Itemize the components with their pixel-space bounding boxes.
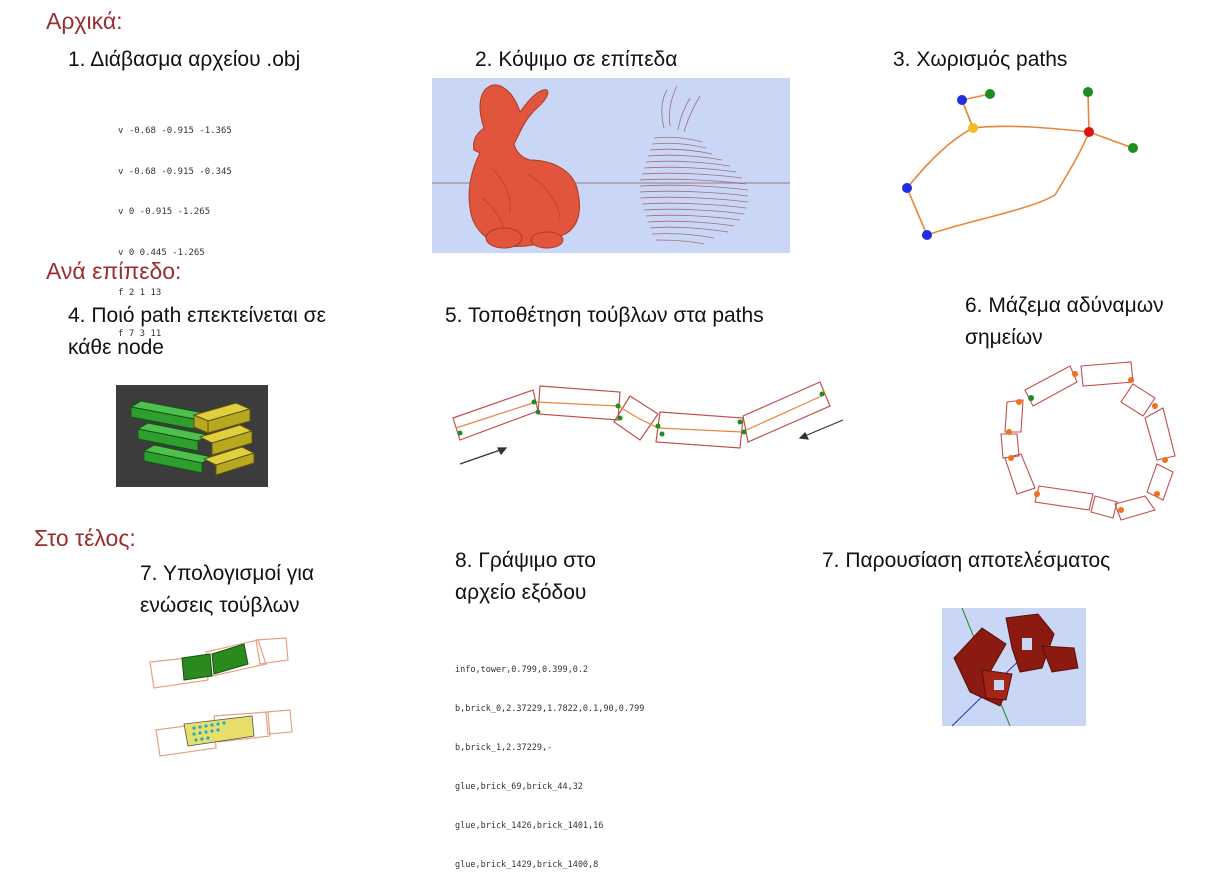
output-line: glue,brick_1429,brick_1400,8	[455, 860, 599, 870]
obj-file-snippet: v -0.68 -0.915 -1.365 v -0.68 -0.915 -0.…	[118, 98, 232, 355]
node-blue	[902, 183, 912, 193]
yellow-bricks	[192, 402, 256, 476]
step-8-title: 8. Γράψιμο στο αρχείο εξόδου	[455, 545, 596, 609]
joint-overlap-green	[181, 643, 249, 681]
obj-line: f 2 1 13	[118, 288, 162, 298]
step-7b-title: 7. Παρουσίαση αποτελέσματος	[822, 549, 1111, 572]
brick-placement-diagram	[448, 378, 848, 483]
path-centerline	[455, 393, 827, 433]
step-4-line2: κάθε node	[68, 336, 164, 359]
step-6-line1: 6. Μάζεμα αδύναμων	[965, 294, 1164, 317]
step-8-line1: 8. Γράψιμο στο	[455, 549, 596, 572]
obj-line: f 7 3 11	[118, 328, 162, 339]
weak-point-nodes-orange	[1006, 371, 1168, 513]
sliced-bunny	[639, 85, 749, 245]
output-file-snippet: info,tower,0.799,0.399,0.2 b,brick_0,2.3…	[455, 638, 644, 885]
obj-line: v 0 -0.915 -1.265	[118, 207, 211, 217]
bunny-slicing-image	[432, 78, 790, 253]
step-7a-line1: 7. Υπολογισμοί για	[140, 562, 315, 585]
brick-joint-calc-diagram	[148, 632, 298, 760]
node-green	[985, 89, 995, 99]
step-8-line2: αρχείο εξόδου	[455, 581, 587, 604]
section-final: Στο τέλος:	[34, 525, 136, 551]
obj-line: v -0.68 -0.915 -1.365	[118, 126, 232, 136]
weak-points-diagram	[995, 360, 1185, 525]
green-bricks	[129, 400, 214, 474]
joint-detail-grid	[183, 715, 255, 747]
step-4-line1: 4. Ποιό path επεκτείνεται σε	[68, 304, 326, 327]
step-1-title: 1. Διάβασμα αρχείου .obj	[68, 48, 301, 71]
step-2-title: 2. Κόψιμο σε επίπεδα	[475, 48, 678, 71]
step-5-title: 5. Τοποθέτηση τούβλων στα paths	[445, 304, 764, 327]
brick-structure	[953, 613, 1079, 707]
step-6-title: 6. Μάζεμα αδύναμων σημείων	[965, 290, 1164, 354]
output-line: glue,brick_69,brick_44,32	[455, 782, 583, 792]
step-7a-line2: ενώσεις τούβλων	[140, 594, 300, 617]
step-6-line2: σημείων	[965, 326, 1043, 349]
graph-edges	[906, 91, 1134, 236]
solid-bunny	[468, 84, 580, 249]
path-graph-diagram	[890, 80, 1150, 250]
brick-extension-render	[116, 385, 268, 487]
node-blue	[922, 230, 932, 240]
direction-arrows	[459, 419, 844, 465]
brick-joint-nodes	[457, 391, 825, 437]
output-line: info,tower,0.799,0.399,0.2	[455, 665, 589, 675]
output-line: b,brick_0,2.37229,1.7822,0.1,90,0.799	[455, 704, 645, 714]
final-result-render	[942, 608, 1086, 726]
node-red	[1084, 127, 1094, 137]
output-line: b,brick_1,2.37229,-	[455, 743, 553, 753]
step-7a-title: 7. Υπολογισμοί για ενώσεις τούβλων	[140, 558, 314, 622]
weak-point-node-green	[1028, 395, 1034, 401]
node-green	[1083, 87, 1093, 97]
obj-line: v 0 0.445 -1.265	[118, 247, 205, 258]
output-line: glue,brick_1426,brick_1401,16	[455, 821, 604, 831]
step-3-title: 3. Χωρισμός paths	[893, 48, 1068, 71]
ring-brick-outlines	[1000, 361, 1176, 521]
node-blue	[957, 95, 967, 105]
node-yellow	[968, 123, 978, 133]
brick-outlines	[452, 381, 831, 449]
section-per-layer: Ανά επίπεδο:	[46, 258, 182, 284]
obj-line: v -0.68 -0.915 -0.345	[118, 166, 232, 177]
bunny-shading	[481, 167, 561, 231]
section-initial: Αρχικά:	[46, 8, 123, 34]
step-4-title: 4. Ποιό path επεκτείνεται σε κάθε node	[68, 300, 326, 364]
node-green	[1128, 143, 1138, 153]
